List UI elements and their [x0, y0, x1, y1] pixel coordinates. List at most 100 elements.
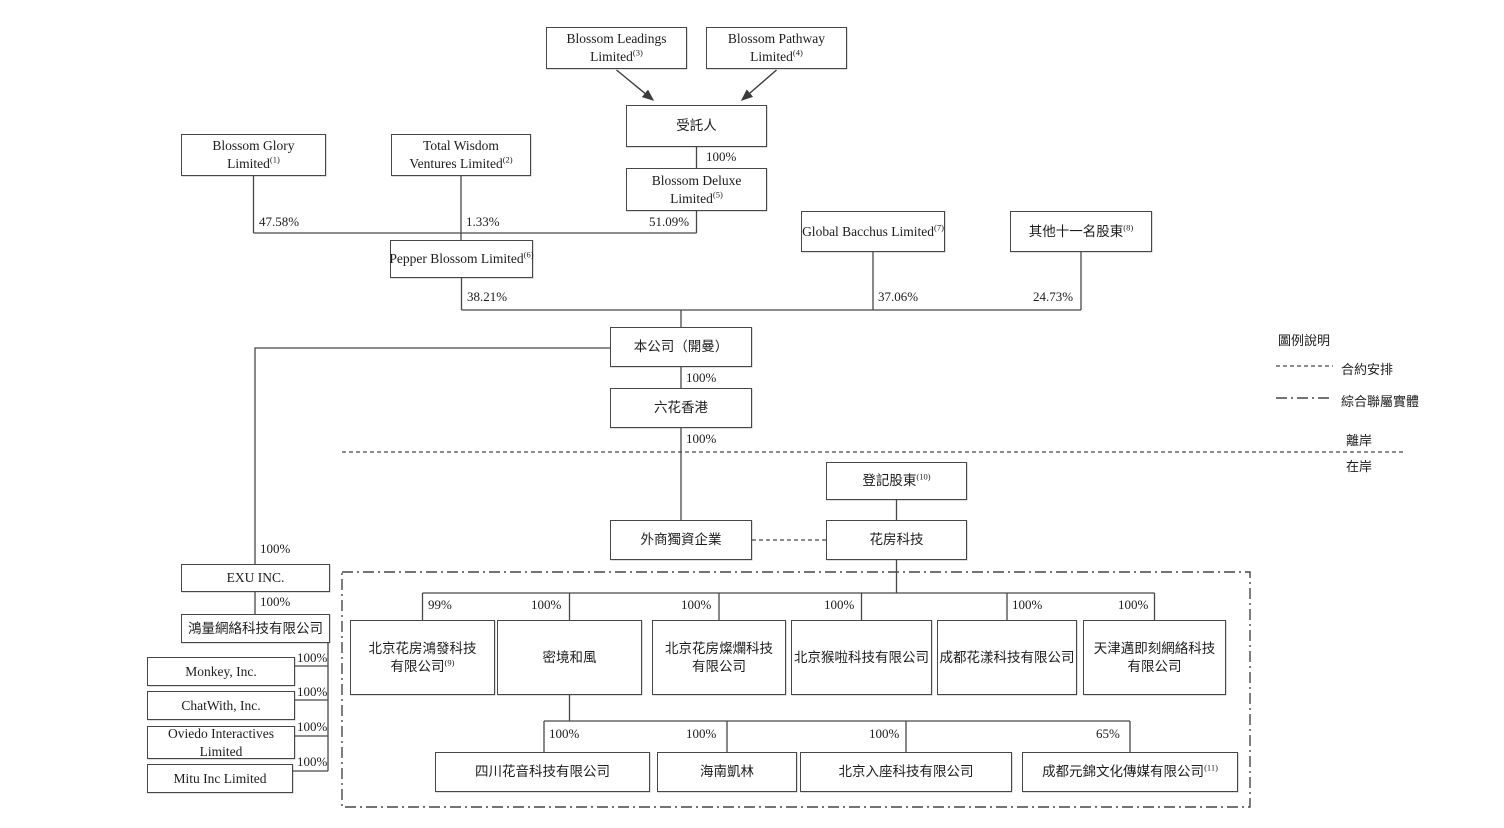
node-sup: (8): [1123, 222, 1134, 233]
pct-huafang-to-houla: 100%: [824, 597, 855, 612]
node-text: 天津邁即刻網絡科技: [1093, 640, 1216, 656]
node-label: Ventures Limited(2): [409, 155, 512, 173]
node-text: 成都元錦文化傳媒有限公司: [1042, 764, 1205, 780]
node-text: Monkey, Inc.: [185, 663, 257, 679]
node-text: 有限公司: [692, 658, 746, 674]
node-sup: (3): [632, 47, 643, 58]
node-label: Limited(3): [590, 48, 643, 66]
node-label: Blossom Glory: [212, 137, 294, 155]
node-label: 登記股東(10): [862, 472, 930, 490]
node-exu: EXU INC.: [181, 564, 330, 592]
pct-company-to-hk: 100%: [686, 370, 717, 385]
node-wfoe: 外商獨資企業: [610, 520, 752, 560]
node-text: Total Wisdom: [423, 138, 499, 154]
pct-huafang-to-hongfa: 99%: [428, 597, 452, 612]
pct-huafang-to-mijing: 100%: [531, 597, 562, 612]
node-text: Blossom Deluxe: [651, 172, 742, 188]
pct-mijing-to-yuanjin: 65%: [1096, 726, 1120, 741]
node-text: 花房科技: [869, 532, 924, 548]
pct-mijing-to-kailin: 100%: [686, 726, 717, 741]
node-blossom-deluxe: Blossom Deluxe Limited(5): [626, 168, 767, 211]
node-label: Blossom Leadings: [566, 30, 666, 48]
pct-hongliang-to-mitu: 100%: [297, 754, 328, 769]
node-text: 有限公司: [390, 658, 445, 674]
legend-title: 圖例說明: [1278, 333, 1331, 348]
node-beijing-houla: 北京猴啦科技有限公司: [791, 620, 932, 695]
node-label: 有限公司: [692, 658, 746, 676]
node-text: 北京猴啦科技有限公司: [794, 649, 929, 665]
node-label: 有限公司(9): [391, 658, 455, 676]
trust-arrows: [616, 69, 777, 101]
node-tianjin-maijike: 天津邁即刻網絡科技 有限公司: [1083, 620, 1226, 695]
node-hongliang-network: 鴻量網絡科技有限公司: [181, 614, 330, 643]
node-text: Limited: [199, 743, 243, 759]
node-beijing-ruzuo: 北京入座科技有限公司: [800, 752, 1012, 792]
node-global-bacchus: Global Bacchus Limited(7): [801, 211, 945, 252]
node-text: Oviedo Interactives: [167, 725, 275, 741]
node-label: Blossom Deluxe: [652, 172, 742, 190]
label-offshore: 離岸: [1346, 433, 1373, 448]
node-blossom-glory: Blossom Glory Limited(1): [181, 134, 326, 176]
pct-glory-to-pepper: 47.58%: [259, 214, 300, 229]
node-text: Global Bacchus Limited: [802, 223, 935, 239]
pct-hongliang-to-monkey: 100%: [297, 650, 328, 665]
node-label: 花房科技: [870, 531, 924, 549]
node-label: 其他十一名股東(8): [1029, 223, 1133, 241]
node-label: Blossom Pathway: [728, 30, 825, 48]
node-sup: (1): [269, 154, 280, 165]
node-label: EXU INC.: [227, 569, 285, 587]
node-text: 成都花漾科技有限公司: [939, 649, 1075, 665]
node-label: 受託人: [676, 117, 717, 135]
dashed-connectors: [342, 365, 1405, 541]
node-pepper-blossom: Pepper Blossom Limited(6): [389, 240, 534, 278]
node-label: 北京猴啦科技有限公司: [794, 649, 929, 667]
pct-exu-to-hongliang: 100%: [260, 594, 291, 609]
node-company-cayman: 本公司（開曼）: [610, 327, 752, 367]
node-text: 外商獨資企業: [640, 532, 722, 548]
node-label: 北京花房燦爛科技: [665, 640, 773, 658]
node-sup: (2): [502, 154, 513, 165]
pct-hk-to-wfoe: 100%: [686, 431, 717, 446]
node-label: Limited: [200, 743, 243, 761]
node-text: Limited: [670, 190, 713, 206]
node-label: 本公司（開曼）: [634, 338, 729, 356]
pct-huafang-to-huayang: 100%: [1012, 597, 1043, 612]
pct-huafang-to-maijike: 100%: [1118, 597, 1149, 612]
node-sup: (5): [712, 189, 723, 199]
node-text: Limited: [750, 49, 793, 64]
node-monkey: Monkey, Inc.: [147, 657, 295, 686]
node-text: Blossom Pathway: [727, 31, 826, 47]
node-text: Blossom Leadings: [566, 31, 667, 47]
node-total-wisdom: Total Wisdom Ventures Limited(2): [391, 134, 531, 176]
node-text: 北京花房鴻發科技: [368, 640, 477, 656]
node-sup: (9): [444, 657, 455, 667]
pct-company-to-exu: 100%: [260, 541, 291, 556]
legend-consolidated-affiliated-entities: 綜合聯屬實體: [1341, 394, 1420, 409]
node-text: 密境和風: [542, 649, 597, 665]
node-text: 六花香港: [654, 400, 708, 416]
node-beijing-huafang-hongfa: 北京花房鴻發科技 有限公司(9): [350, 620, 495, 695]
node-sup: (10): [916, 471, 931, 482]
node-label: ChatWith, Inc.: [181, 697, 260, 715]
node-text: Limited: [590, 49, 633, 64]
node-text: 登記股東: [862, 473, 917, 489]
node-label: 北京花房鴻發科技: [369, 640, 477, 658]
node-text: Pepper Blossom Limited: [389, 251, 524, 267]
node-text: 有限公司: [1127, 658, 1182, 674]
node-label: 鴻量網絡科技有限公司: [188, 620, 323, 638]
node-label: Global Bacchus Limited(7): [802, 223, 944, 241]
consolidated-entities-box: [341, 397, 1333, 808]
node-label: Limited(4): [750, 48, 803, 66]
node-chengdu-huayang: 成都花漾科技有限公司: [937, 620, 1077, 695]
pct-trustee-to-deluxe: 100%: [706, 149, 737, 164]
pct-hongliang-to-oviedo: 100%: [297, 719, 328, 734]
node-chengdu-yuanjin: 成都元錦文化傳媒有限公司(11): [1022, 752, 1238, 792]
node-text: 海南凱林: [700, 764, 754, 780]
legend-contractual-arrangements: 合約安排: [1341, 362, 1394, 377]
node-sup: (7): [934, 222, 944, 233]
pct-hongliang-to-chatwith: 100%: [297, 684, 328, 699]
node-text: Limited: [227, 156, 270, 171]
node-text: Ventures Limited: [409, 156, 503, 171]
node-blossom-pathway: Blossom Pathway Limited(4): [706, 27, 847, 69]
node-other-eleven-shareholders: 其他十一名股東(8): [1010, 211, 1152, 252]
